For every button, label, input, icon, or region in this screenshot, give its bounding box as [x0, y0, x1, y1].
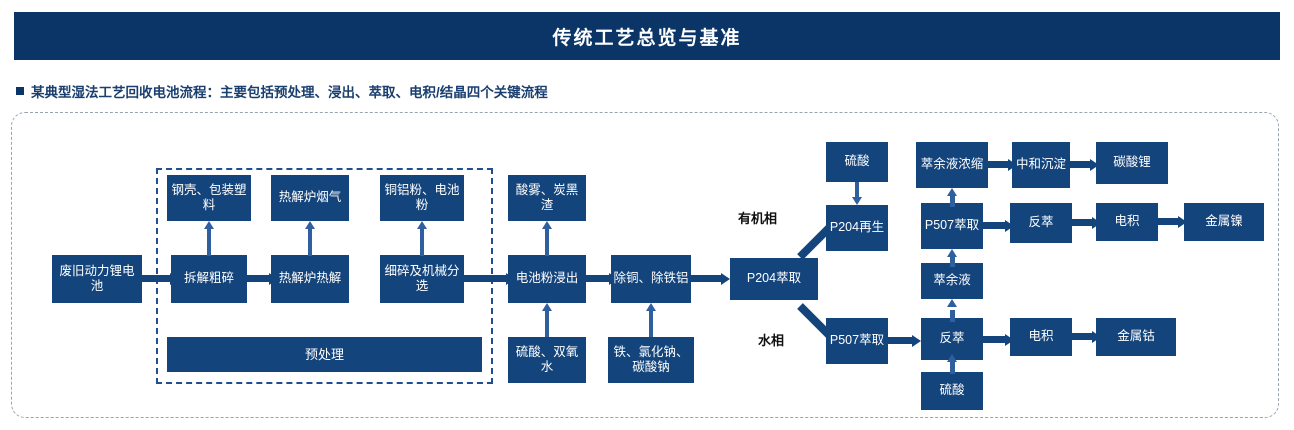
node-p204-regeneration[interactable]: P204再生	[826, 205, 888, 251]
node-waste-battery[interactable]: 废旧动力锂电池	[52, 255, 142, 303]
node-fine-crush-sort[interactable]: 细碎及机械分选	[380, 255, 464, 303]
arrowhead-sulfuricbottom-to-strippingbottom	[947, 354, 957, 362]
arrowhead-sulfuric-to-p204reg	[852, 197, 862, 205]
arrowhead-crush-to-powder	[417, 221, 427, 229]
connector-strippingbottom-to-raffmid	[950, 310, 955, 322]
connector-crush-to-leach	[464, 275, 508, 282]
node-stripping-bottom[interactable]: 反萃	[921, 318, 983, 360]
node-electrowinning-bottom[interactable]: 电积	[1010, 318, 1072, 356]
arrowhead-dismantle-to-shell	[204, 221, 214, 229]
node-pyrolysis-furnace[interactable]: 热解炉热解	[271, 255, 349, 303]
connector-p507bottom-to-strippingbottom	[888, 337, 914, 344]
connector-ewbottom-to-cobalt	[1072, 333, 1094, 340]
node-pyrolysis-fluegas[interactable]: 热解炉烟气	[271, 175, 349, 221]
node-sulfuric-acid-top[interactable]: 硫酸	[826, 142, 888, 182]
connector-sulfuric-to-leach	[545, 311, 549, 337]
node-metal-nickel[interactable]: 金属镍	[1184, 203, 1264, 241]
connector-crush-to-powder	[420, 229, 424, 256]
arrowhead-p507bottom-to-strippingbottom	[912, 334, 921, 347]
connector-neutralize-to-li2co3	[1070, 161, 1092, 168]
arrowhead-reagent-to-remove	[646, 303, 656, 311]
node-neutralize-precipitate[interactable]: 中和沉淀	[1012, 142, 1070, 188]
node-lithium-carbonate[interactable]: 碳酸锂	[1096, 142, 1168, 184]
node-pretreatment-label[interactable]: 预处理	[167, 337, 482, 372]
node-raffinate-concentrate[interactable]: 萃余液浓缩	[916, 142, 988, 188]
node-stripping-top[interactable]: 反萃	[1010, 203, 1072, 243]
node-sulfuric-acid-bottom[interactable]: 硫酸	[921, 372, 983, 410]
subtitle-text: 某典型湿法工艺回收电池流程：主要包括预处理、浸出、萃取、电积/结晶四个关键流程	[31, 85, 548, 100]
label-organic-phase: 有机相	[738, 211, 778, 226]
node-p507-extraction-top[interactable]: P507萃取	[921, 203, 983, 249]
connector-sulfuricbottom-to-strippingbottom	[950, 362, 955, 374]
connector-raffconc-to-neutralize	[988, 161, 1010, 168]
connector-waste-to-dismantle	[142, 275, 172, 282]
arrowhead-strippingbottom-to-ewbottom	[1005, 333, 1014, 346]
node-metal-cobalt[interactable]: 金属钴	[1096, 318, 1176, 356]
connector-pyrolysis-to-fluegas	[308, 229, 312, 256]
node-sulfuric-peroxide[interactable]: 硫酸、双氧水	[508, 337, 586, 383]
node-iron-nacl-na2co3[interactable]: 铁、氯化钠、碳酸钠	[608, 337, 694, 383]
node-electrowinning-top[interactable]: 电积	[1096, 203, 1158, 241]
connector-remove-to-p204	[691, 275, 723, 282]
node-p204-extraction[interactable]: P204萃取	[730, 258, 818, 300]
subtitle-row: 某典型湿法工艺回收电池流程：主要包括预处理、浸出、萃取、电积/结晶四个关键流程	[16, 81, 548, 101]
connector-leach-to-acidmist	[545, 229, 549, 256]
connector-p507top-to-strippingtop	[983, 222, 1007, 229]
node-remove-cu-fe-al[interactable]: 除铜、除铁铝	[611, 255, 691, 303]
connector-strippingtop-to-ewtop	[1072, 219, 1094, 226]
connector-sulfuric-to-p204reg	[855, 182, 859, 197]
node-dismantle-crush[interactable]: 拆解粗碎	[171, 255, 247, 303]
node-cu-al-powder[interactable]: 铜铝粉、电池粉	[380, 175, 464, 221]
label-aqueous-phase: 水相	[758, 333, 785, 348]
arrowhead-p507top-to-strippingtop	[1005, 219, 1014, 232]
square-bullet-icon	[16, 87, 24, 95]
node-steel-shell-plastic[interactable]: 钢壳、包装塑料	[167, 175, 251, 221]
arrowhead-strippingbottom-to-raffmid	[947, 299, 957, 307]
connector-dismantle-to-shell	[207, 229, 211, 256]
page-title: 传统工艺总览与基准	[552, 27, 742, 49]
connector-ewtop-to-nickel	[1158, 218, 1180, 225]
header-bar: 传统工艺总览与基准	[14, 12, 1280, 60]
connector-dismantle-to-pyrolysis	[247, 275, 271, 282]
arrowhead-ewtop-to-nickel	[1178, 215, 1187, 228]
node-raffinate-mid[interactable]: 萃余液	[921, 263, 983, 299]
arrowhead-neutralize-to-li2co3	[1090, 158, 1099, 171]
arrowhead-pyrolysis-to-fluegas	[305, 221, 315, 229]
arrowhead-sulfuric-to-leach	[542, 303, 552, 311]
arrowhead-p507top-to-raffconc	[947, 188, 957, 196]
node-powder-leach[interactable]: 电池粉浸出	[508, 255, 586, 303]
flowchart-container	[11, 112, 1279, 418]
connector-raffmid-to-p507top	[950, 256, 955, 267]
connector-p507top-to-raffconc	[950, 196, 955, 207]
arrowhead-remove-to-p204	[721, 272, 730, 285]
connector-reagent-to-remove	[649, 311, 653, 337]
node-acid-mist-carbon[interactable]: 酸雾、炭黑渣	[508, 175, 586, 221]
node-p507-extraction-bottom[interactable]: P507萃取	[826, 318, 888, 364]
arrowhead-leach-to-acidmist	[542, 221, 552, 229]
connector-strippingbottom-to-ewbottom	[983, 336, 1007, 343]
connector-leach-to-remove	[586, 275, 611, 282]
arrowhead-raffmid-to-p507top	[947, 249, 957, 257]
